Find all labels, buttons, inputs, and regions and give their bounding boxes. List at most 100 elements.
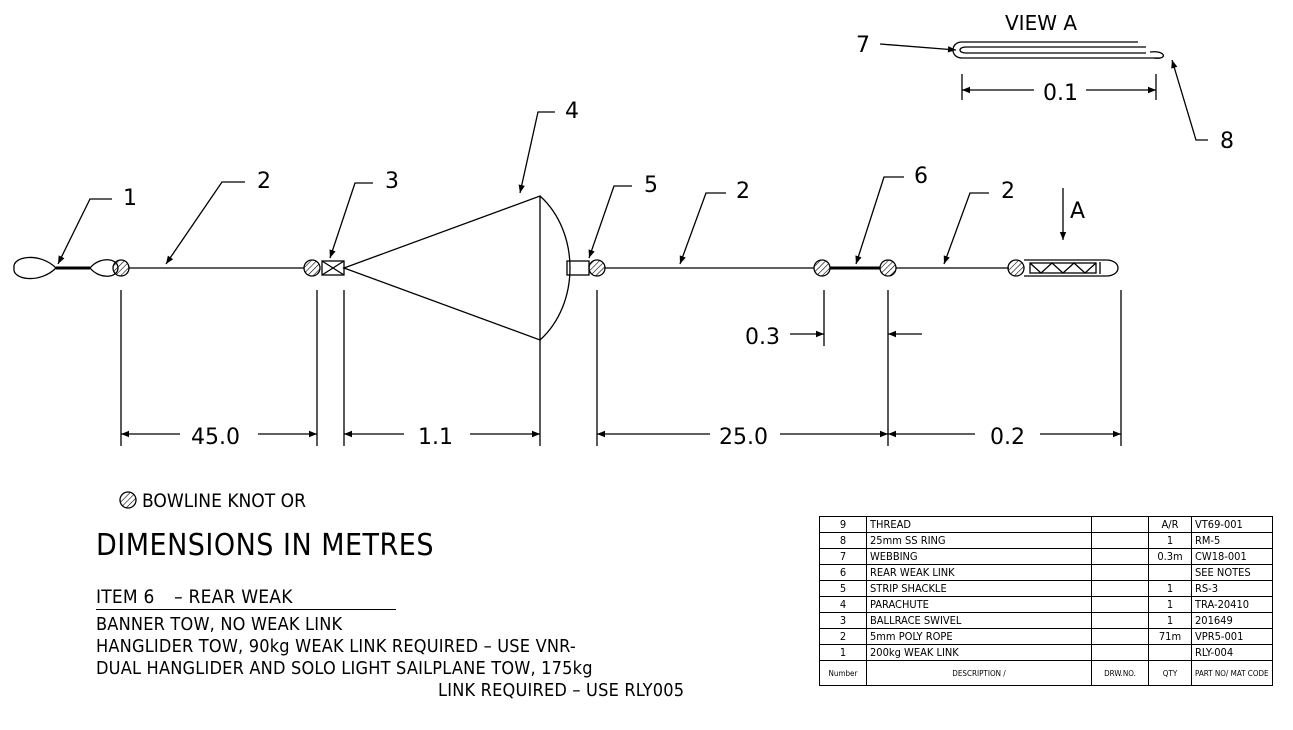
bom-drawing-no — [1091, 628, 1149, 645]
bom-qty: 0.3m — [1148, 548, 1192, 565]
callout-leaders — [57, 111, 1067, 265]
callout-5: 5 — [644, 173, 658, 198]
bom-header-part: PART NO/ MAT CODE — [1191, 660, 1273, 686]
bom-description: 5mm POLY ROPE — [866, 628, 1092, 645]
bom-part: VPR5-001 — [1191, 628, 1273, 645]
dimension-0-2: 0.2 — [990, 425, 1025, 450]
bowline-knot-2 — [303, 259, 321, 277]
table-header-row: Number DESCRIPTION / DRW.NO. QTY PART NO… — [819, 660, 1273, 686]
bom-number: 3 — [819, 612, 867, 629]
table-row: 3 BALLRACE SWIVEL 1 201649 — [819, 612, 1273, 629]
bom-part: RM-5 — [1191, 532, 1273, 549]
table-row: 1 200kg WEAK LINK RLY-004 — [819, 644, 1273, 661]
bom-description: BALLRACE SWIVEL — [866, 612, 1092, 629]
callout-8: 8 — [1220, 129, 1234, 154]
bom-header-description: DESCRIPTION / — [866, 660, 1092, 686]
callout-2c: 2 — [1001, 179, 1015, 204]
bom-number: 5 — [819, 580, 867, 597]
notes-line-2: HANGLIDER TOW, 90kg WEAK LINK REQUIRED –… — [96, 636, 576, 657]
bom-qty: 1 — [1148, 580, 1192, 597]
notes-header-title: – REAR WEAK — [174, 586, 293, 608]
notes-header: ITEM 6 – REAR WEAK — [96, 586, 396, 610]
callout-3: 3 — [385, 169, 399, 194]
bom-qty — [1148, 564, 1192, 581]
bom-qty: 1 — [1148, 596, 1192, 613]
knot-legend: BOWLINE KNOT OR — [142, 490, 306, 512]
bom-header-drawing-no: DRW.NO. — [1091, 660, 1149, 686]
notes-line-1: BANNER TOW, NO WEAK LINK — [96, 614, 343, 635]
bom-header-qty: QTY — [1148, 660, 1192, 686]
ring-end-assembly — [1024, 259, 1119, 277]
bom-description: 25mm SS RING — [866, 532, 1092, 549]
bom-part: RLY-004 — [1191, 644, 1273, 661]
bom-number: 1 — [819, 644, 867, 661]
callout-2b: 2 — [736, 179, 750, 204]
table-row: 2 5mm POLY ROPE 71m VPR5-001 — [819, 628, 1273, 645]
table-row: 9 THREAD A/R VT69-001 — [819, 516, 1273, 533]
bom-drawing-no — [1091, 548, 1149, 565]
bom-part: TRA-20410 — [1191, 596, 1273, 613]
units-note: DIMENSIONS IN METRES — [96, 528, 434, 563]
bom-number: 8 — [819, 532, 867, 549]
bom-description: REAR WEAK LINK — [866, 564, 1092, 581]
bom-part: VT69-001 — [1191, 516, 1273, 533]
bowline-knot-4 — [813, 259, 831, 277]
table-row: 7 WEBBING 0.3m CW18-001 — [819, 548, 1273, 565]
callout-4: 4 — [565, 99, 579, 124]
bom-number: 4 — [819, 596, 867, 613]
dimension-25: 25.0 — [719, 425, 768, 450]
callout-7: 7 — [856, 33, 870, 58]
notes-line-3: DUAL HANGLIDER AND SOLO LIGHT SAILPLANE … — [96, 658, 593, 679]
bom-description: 200kg WEAK LINK — [866, 644, 1092, 661]
bom-drawing-no — [1091, 564, 1149, 581]
bom-number: 9 — [819, 516, 867, 533]
table-row: 4 PARACHUTE 1 TRA-20410 — [819, 596, 1273, 613]
bom-drawing-no — [1091, 644, 1149, 661]
notes-line-4: LINK REQUIRED – USE RLY005 — [438, 680, 685, 701]
callout-1: 1 — [123, 186, 137, 211]
view-arrow-label: A — [1070, 199, 1085, 224]
bom-qty — [1148, 644, 1192, 661]
bom-part: CW18-001 — [1191, 548, 1273, 565]
bowline-knot-6 — [1007, 259, 1025, 277]
bom-description: THREAD — [866, 516, 1092, 533]
bom-number: 7 — [819, 548, 867, 565]
bowline-knot-5 — [879, 259, 897, 277]
callout-6: 6 — [914, 164, 928, 189]
bowline-knot-3 — [588, 259, 606, 277]
bom-part: RS-3 — [1191, 580, 1273, 597]
bom-drawing-no — [1091, 516, 1149, 533]
parachute — [342, 195, 571, 341]
bill-of-materials: 9 THREAD A/R VT69-001 8 25mm SS RING 1 R… — [819, 516, 1273, 686]
bom-drawing-no — [1091, 596, 1149, 613]
bom-part: 201649 — [1191, 612, 1273, 629]
bom-drawing-no — [1091, 580, 1149, 597]
bowline-knot-1 — [112, 259, 130, 277]
bom-number: 2 — [819, 628, 867, 645]
ballrace-swivel — [321, 260, 345, 276]
view-a-title: VIEW A — [1005, 11, 1077, 35]
bom-drawing-no — [1091, 532, 1149, 549]
dimension-lines — [121, 330, 1121, 438]
table-row: 5 STRIP SHACKLE 1 RS-3 — [819, 580, 1273, 597]
notes-header-item: ITEM 6 — [96, 586, 155, 608]
bom-qty: 1 — [1148, 612, 1192, 629]
table-row: 8 25mm SS RING 1 RM-5 — [819, 532, 1273, 549]
bom-drawing-no — [1091, 612, 1149, 629]
bom-description: WEBBING — [866, 548, 1092, 565]
table-row: 6 REAR WEAK LINK SEE NOTES — [819, 564, 1273, 581]
bom-qty: 1 — [1148, 532, 1192, 549]
bom-header-number: Number — [819, 660, 867, 686]
bom-number: 6 — [819, 564, 867, 581]
bom-qty: 71m — [1148, 628, 1192, 645]
weak-link-loop-left — [13, 256, 57, 280]
bom-description: STRIP SHACKLE — [866, 580, 1092, 597]
knot-legend-text: BOWLINE KNOT OR — [142, 490, 306, 512]
callout-2a: 2 — [257, 169, 271, 194]
dimension-1-1: 1.1 — [418, 425, 453, 450]
bom-part: SEE NOTES — [1191, 564, 1273, 581]
dimension-0-1: 0.1 — [1043, 81, 1078, 106]
dimension-0-3: 0.3 — [745, 325, 780, 350]
bowline-knot-symbol — [119, 491, 137, 509]
